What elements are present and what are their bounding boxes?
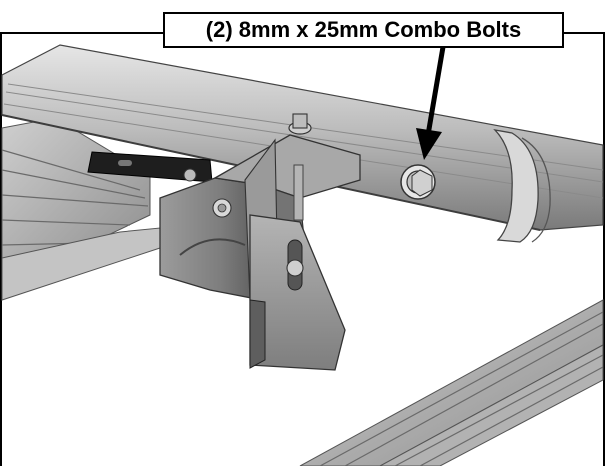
clamp-nut-icon [286, 259, 304, 277]
plate-slot [118, 160, 132, 166]
side-combo-bolt-icon [400, 164, 436, 200]
callout-arrow [416, 46, 446, 160]
bracket-nut-icon [183, 168, 232, 218]
lower-right-slat-rail [299, 299, 604, 466]
image-frame [0, 32, 605, 466]
callout-label: (2) 8mm x 25mm Combo Bolts [163, 12, 564, 48]
left-slat-rails [1, 117, 161, 301]
top-combo-bolt-icon [288, 113, 312, 221]
spring-clamp [179, 214, 346, 371]
rail-coupling-band [493, 129, 551, 243]
